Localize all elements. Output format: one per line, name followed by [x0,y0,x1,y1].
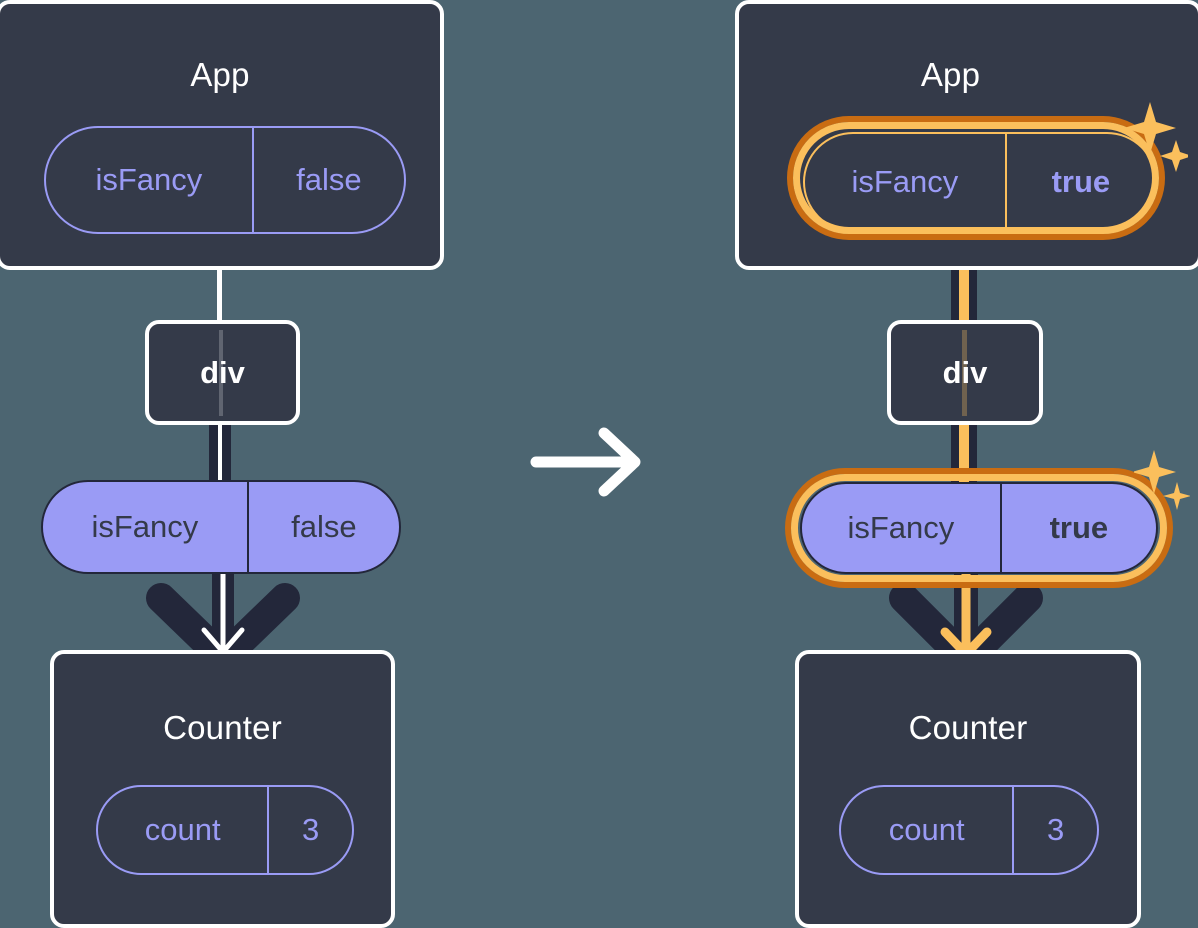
prop-key-before: isFancy [91,509,199,544]
connector-div-to-prop-inner-before [218,420,222,492]
app-state-key-after: isFancy [851,164,959,199]
app-card-title-before: App [190,56,250,93]
app-card-after: App isFancy true [735,0,1198,270]
counter-card-title-before: Counter [163,709,282,746]
app-card-before: App isFancy false [0,0,444,270]
counter-state-value-after: 3 [1012,787,1097,873]
app-card-title-after: App [920,56,981,93]
connector-through-div-after [962,330,967,416]
counter-state-key-before: count [144,812,221,847]
counter-state-key-after: count [888,812,965,847]
connector-app-to-div-before [217,252,222,324]
counter-state-pill-after: count 3 [839,785,1099,875]
transition-arrow-icon [530,420,650,504]
prop-key-after: isFancy [847,510,955,545]
div-node-before [145,320,300,425]
prop-pill-before: isFancy false [41,480,401,574]
app-state-pill-before: isFancy false [44,126,406,234]
counter-state-value-before: 3 [267,787,352,873]
app-state-key-before: isFancy [95,162,203,197]
app-state-value-before: false [251,128,404,232]
prop-pill-after: isFancy true [800,482,1158,574]
counter-state-pill-before: count 3 [96,785,354,875]
div-node-after [887,320,1043,425]
prop-value-before: false [246,482,399,572]
app-state-value-after: true [1004,134,1155,230]
app-state-pill-after: isFancy true [803,132,1157,232]
connector-div-to-prop-after-highlight [959,420,969,492]
sparkles-icon-prop-after [1134,448,1190,514]
counter-card-before: Counter count 3 [50,650,395,928]
sparkles-icon-app-after [1126,100,1188,178]
counter-card-title-after: Counter [908,709,1028,746]
connector-app-to-div-after-highlight [959,222,969,326]
prop-value-after: true [999,484,1156,572]
counter-card-after: Counter count 3 [795,650,1141,928]
connector-through-div-before [219,330,223,416]
